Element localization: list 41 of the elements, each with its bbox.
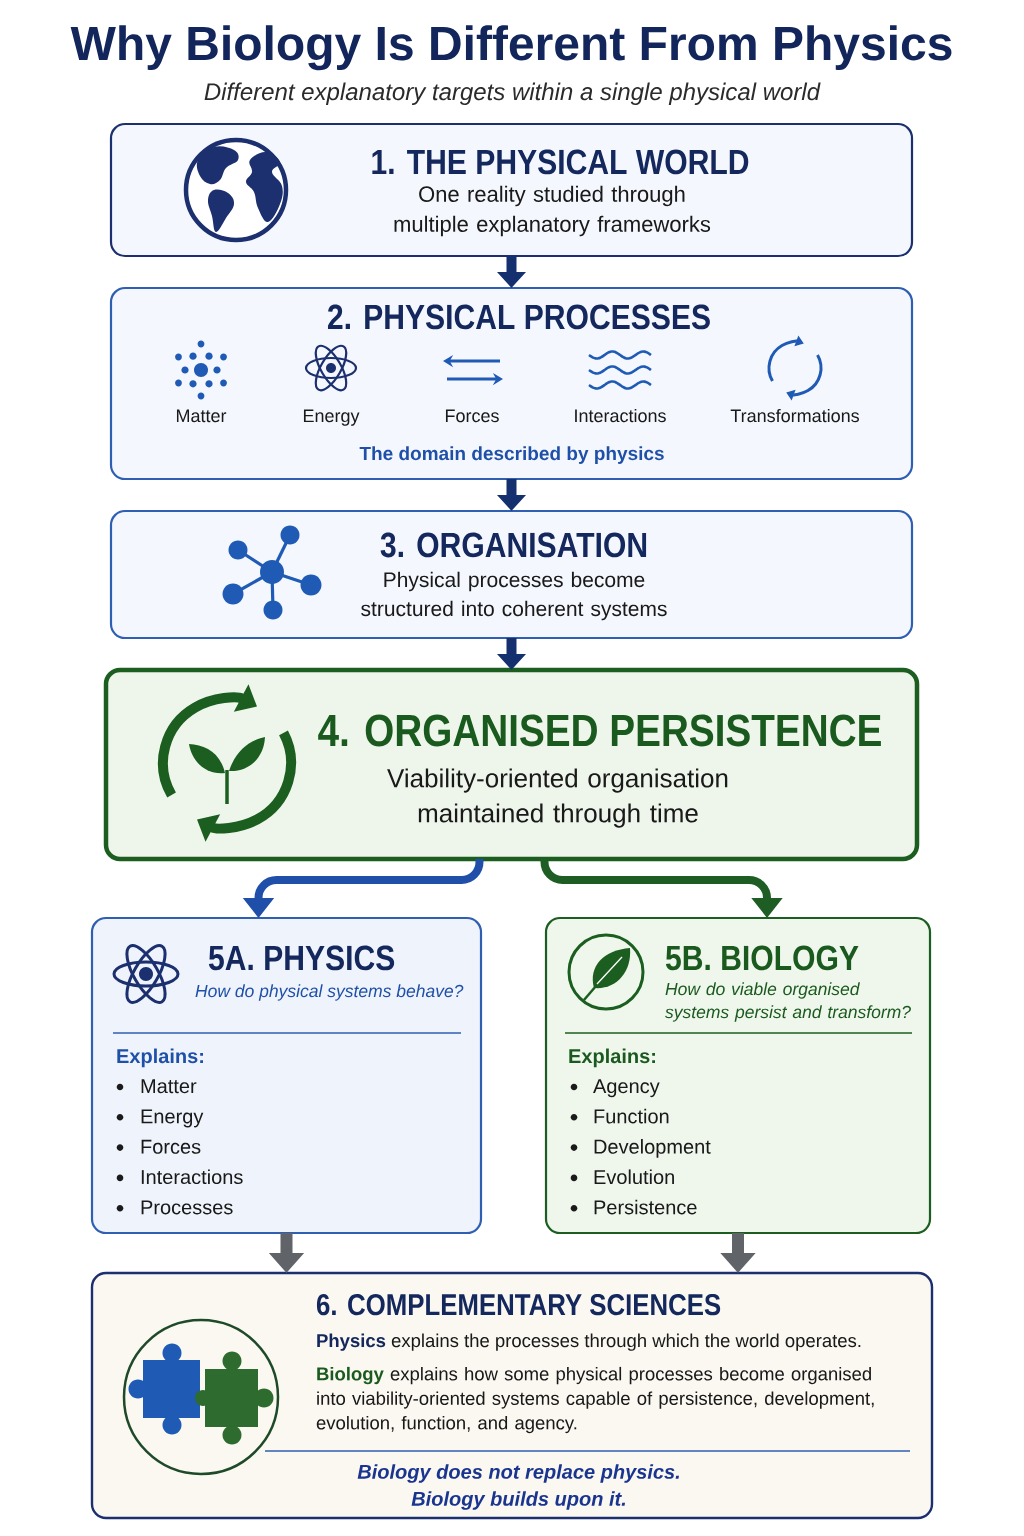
description: One reality studied through multiple explanatory frameworks — [394, 185, 711, 237]
footer-note: The domain described by physics — [359, 446, 664, 464]
title: Why Biology Is Different From Physics — [70, 25, 952, 71]
subheading: How do physical systems behave? — [195, 984, 464, 1001]
description: Physical processes become structured into coherent systems — [361, 571, 667, 621]
list-item: Processes — [141, 1200, 233, 1215]
heading: 2. PHYSICAL PROCESSES — [328, 304, 710, 330]
list-item: Interactions — [141, 1169, 243, 1185]
description: Viability-oriented organisation maintained through time — [387, 768, 728, 828]
list-item: Function — [594, 1108, 669, 1124]
icon-label: Energy — [303, 409, 360, 426]
list-item: Forces — [141, 1139, 201, 1154]
subheading: How do viable organised systems persist and transform? — [665, 982, 911, 1022]
summary-box — [90, 1271, 934, 1520]
heading: 6. COMPLEMENTARY SCIENCES — [316, 1294, 721, 1316]
list-item: Development — [594, 1139, 711, 1158]
list-item: Persistence — [594, 1199, 697, 1215]
heading: 5B. BIOLOGY — [665, 945, 859, 971]
stage-box — [109, 509, 914, 640]
closing-note: Biology does not replace physics. Biology builds upon it. — [357, 1464, 679, 1510]
list-item: Matter — [141, 1079, 197, 1094]
icon-label: Transformations — [730, 408, 860, 423]
heading: 3. ORGANISATION — [380, 532, 647, 558]
paragraph: Physics explains the processes through which the world operates. — [317, 1333, 861, 1351]
panel-box — [544, 916, 932, 1235]
list-item: Agency — [593, 1079, 660, 1098]
section-label: Explains: — [569, 1048, 655, 1068]
icon-label: Matter — [176, 409, 227, 423]
heading: 5A. PHYSICS — [208, 945, 395, 971]
stage-box — [109, 122, 914, 258]
list-item: Energy — [141, 1109, 204, 1128]
heading: 4. ORGANISED PERSISTENCE — [318, 714, 881, 747]
heading: 1. THE PHYSICAL WORLD — [372, 149, 749, 175]
icon-label: Interactions — [575, 408, 666, 423]
section-label: Explains: — [117, 1048, 203, 1068]
highlight-box — [103, 667, 920, 862]
stage-box — [109, 286, 914, 481]
list-item: Evolution — [594, 1169, 674, 1185]
icon-label: Forces — [445, 409, 499, 423]
panel-box — [90, 916, 483, 1235]
paragraph: Biology explains how some physical processes become organised into viability-oriented systems capable of persistence, development, evolution, function, and agency. — [316, 1366, 874, 1434]
